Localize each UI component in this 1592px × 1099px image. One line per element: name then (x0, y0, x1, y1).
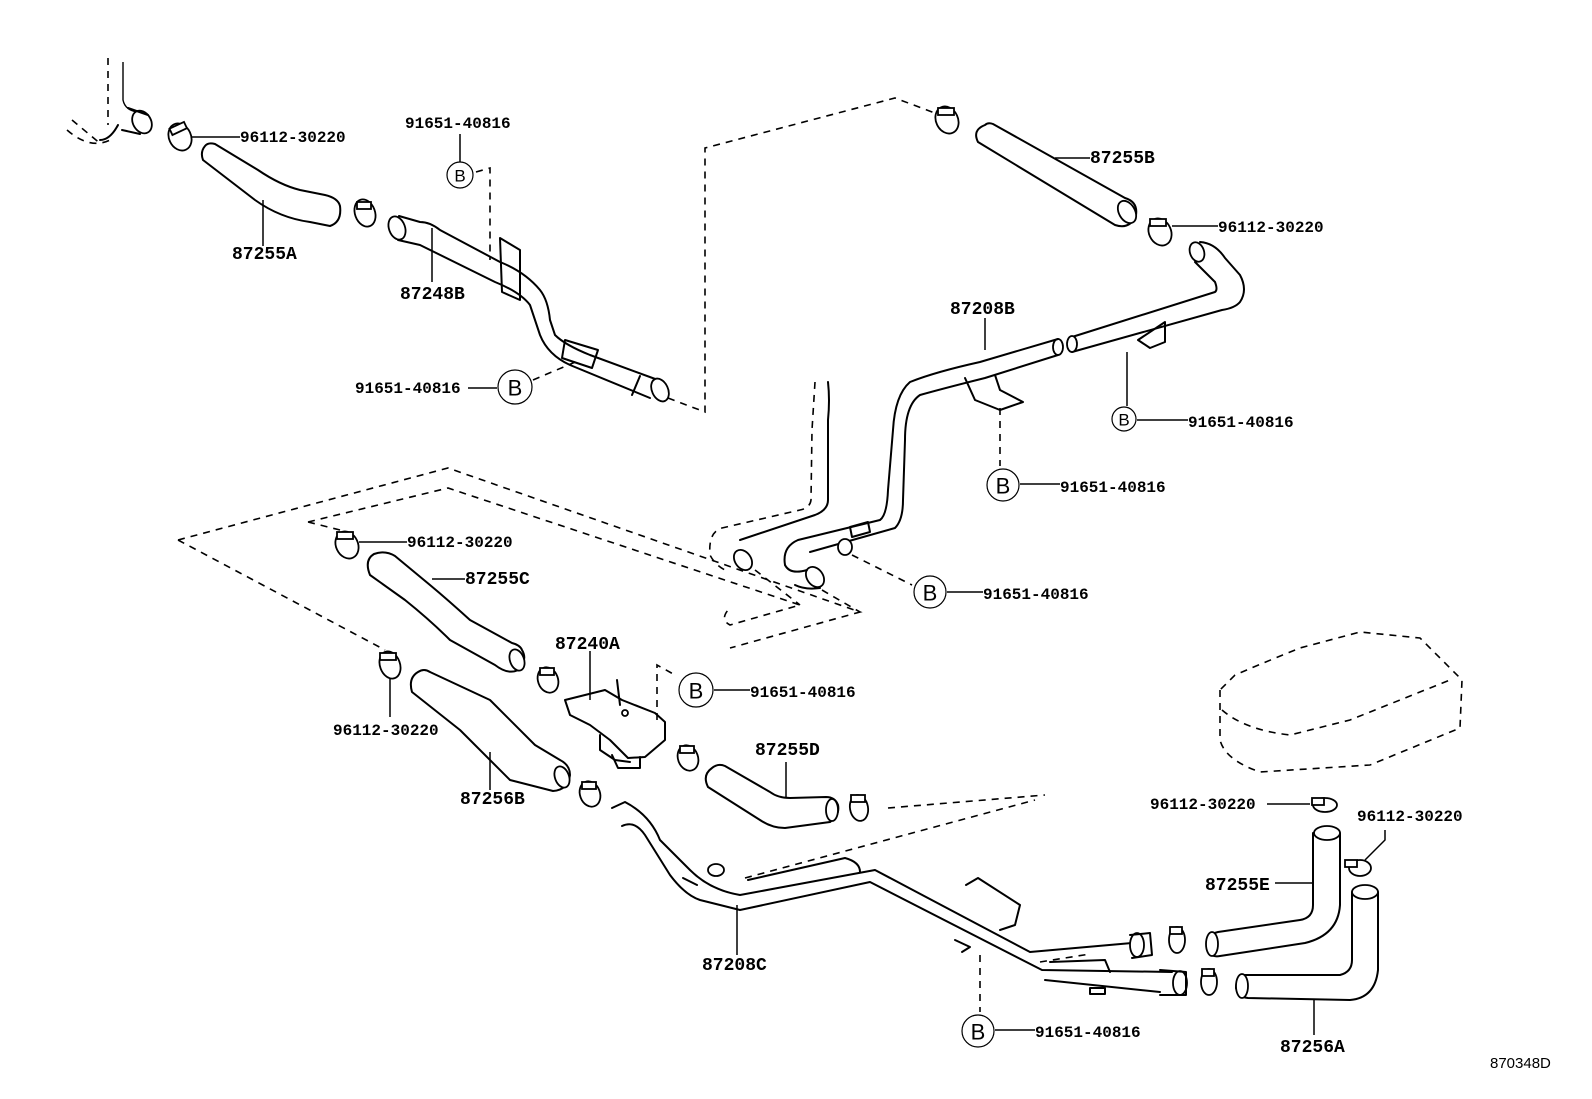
hose-clamp (1168, 926, 1186, 954)
bolt-marker-b: B (961, 1014, 995, 1048)
part-label-87208C: 87208C (702, 956, 767, 976)
bolt-marker-b: B (497, 369, 533, 405)
bolt-marker-b: B (446, 161, 474, 189)
callout-clamp-4: 96112-30220 (333, 722, 439, 740)
callout-bolt-1: 91651-40816 (405, 115, 511, 133)
hose-clamp (1200, 968, 1218, 996)
heater-core-outlet (66, 58, 153, 146)
callout-clamp-2: 96112-30220 (1218, 219, 1324, 237)
hose-clamp (334, 530, 360, 560)
hose-87256B (409, 669, 571, 792)
figure-id: 870348D (1490, 1055, 1551, 1072)
bolt-marker-b: B (986, 468, 1020, 502)
callout-bolt-7: 91651-40816 (1035, 1024, 1141, 1042)
hose-clamp (578, 780, 602, 808)
pipe-87208B (783, 241, 1245, 590)
hose-clamp (1344, 859, 1372, 877)
pipe-87208C (611, 801, 1188, 996)
hose-clamp (353, 198, 377, 228)
hose-clamp (1147, 217, 1173, 247)
callout-bolt-6: 91651-40816 (750, 684, 856, 702)
part-label-87255E: 87255E (1205, 876, 1270, 896)
callout-bolt-3: 91651-40816 (1188, 414, 1294, 432)
phantom-pipe-outline (708, 381, 830, 572)
part-label-87255C: 87255C (465, 570, 530, 590)
callout-bolt-4: 91651-40816 (1060, 479, 1166, 497)
callout-clamp-3: 96112-30220 (407, 534, 513, 552)
pipe-87248B (387, 215, 670, 403)
bolt-marker-b: B (678, 672, 714, 708)
svg-text:B: B (454, 167, 465, 186)
hose-87255A (200, 142, 342, 227)
hose-clamp (848, 794, 870, 822)
callout-clamp-1: 96112-30220 (240, 129, 346, 147)
part-label-87208B: 87208B (950, 300, 1015, 320)
hose-clamp (676, 744, 700, 772)
rear-heater-unit-outline (1219, 631, 1463, 773)
hose-clamp (934, 105, 960, 135)
water-valve-87240A (564, 679, 666, 769)
hose-87255B (975, 122, 1138, 228)
part-label-87248B: 87248B (400, 285, 465, 305)
svg-text:B: B (971, 1020, 986, 1045)
callout-clamp-6: 96112-30220 (1357, 808, 1463, 826)
bolt-marker-b: B (913, 575, 947, 609)
part-label-87255A: 87255A (232, 245, 297, 265)
part-label-87255D: 87255D (755, 741, 820, 761)
svg-text:B: B (689, 679, 704, 704)
hose-clamp (1311, 797, 1338, 813)
callout-clamp-5: 96112-30220 (1150, 796, 1256, 814)
callout-bolt-5: 91651-40816 (983, 586, 1089, 604)
part-label-87256A: 87256A (1280, 1038, 1345, 1058)
svg-text:B: B (508, 376, 523, 401)
svg-text:B: B (923, 581, 938, 606)
svg-text:B: B (996, 474, 1011, 499)
hose-87255D (704, 763, 840, 829)
hose-clamp (378, 650, 402, 680)
hose-clamp (167, 120, 193, 152)
hose-clamp (536, 666, 560, 694)
part-label-87240A: 87240A (555, 635, 620, 655)
svg-text:B: B (1118, 411, 1129, 430)
part-label-87255B: 87255B (1090, 149, 1155, 169)
bolt-marker-b: B (1111, 406, 1137, 432)
callout-bolt-2: 91651-40816 (355, 380, 461, 398)
part-label-87256B: 87256B (460, 790, 525, 810)
